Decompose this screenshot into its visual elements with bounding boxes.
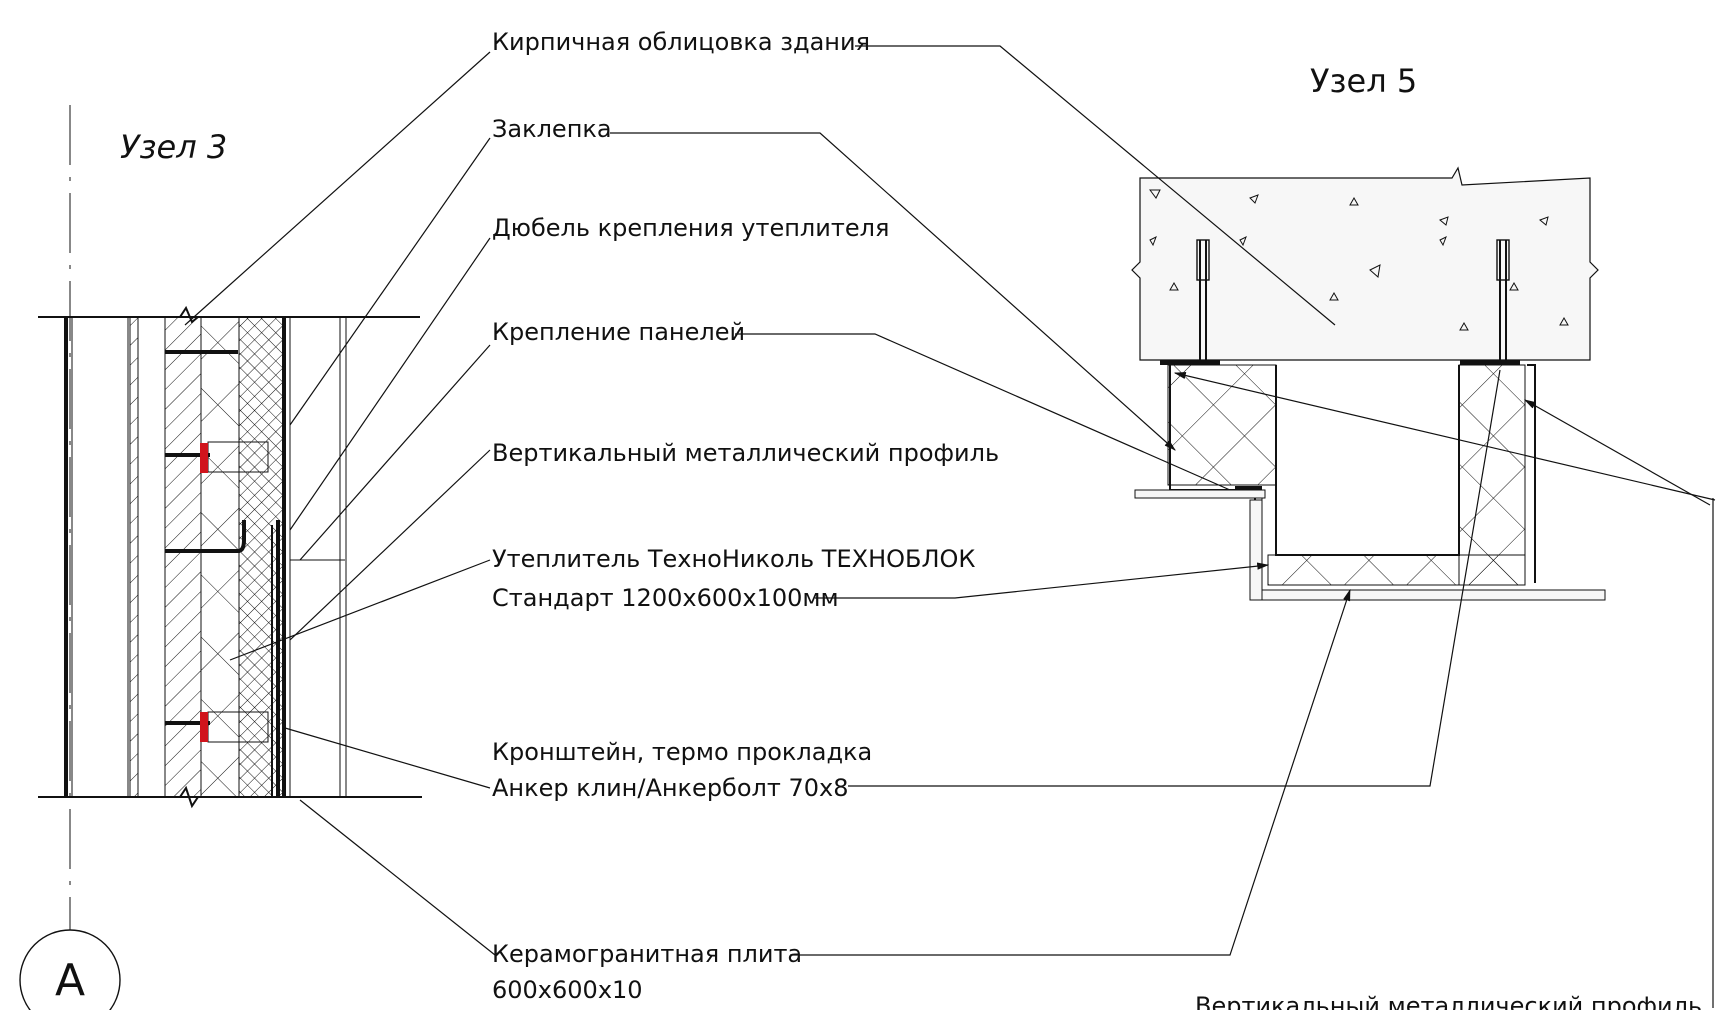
- callout-panel-fastening: Крепление панелей: [492, 318, 745, 346]
- callout-vertical-profile: Вертикальный металлический профиль: [492, 439, 999, 467]
- insulation-left: [1167, 364, 1277, 486]
- leader-lines: [184, 45, 1716, 1008]
- detail-right-title: Узел 5: [1310, 62, 1417, 100]
- brick-cladding: [164, 316, 202, 798]
- callout-ceramic-slab: Керамогранитная плита: [492, 940, 802, 968]
- left-detail: А Узел 3: [19, 105, 422, 1010]
- insulation-bottom: [1267, 554, 1526, 586]
- callout-insulation-size: Стандарт 1200х600х100мм: [492, 584, 839, 612]
- right-detail: Узел 5: [1131, 62, 1606, 601]
- callout-insulation-dowel: Дюбель крепления утеплителя: [492, 214, 889, 242]
- detail-left-title: Узел 3: [120, 128, 227, 166]
- callout-bracket: Кронштейн, термо прокладка: [492, 738, 872, 766]
- anchor-right: [1496, 239, 1510, 360]
- ceramic-panel-bottom: [1249, 589, 1606, 601]
- callout-anchor: Анкер клин/Анкерболт 70х8: [492, 774, 849, 802]
- callout-insulation-brand: Утеплитель ТехноНиколь ТЕХНОБЛОК: [492, 545, 975, 573]
- axis-marker-label: А: [55, 955, 85, 1006]
- thermal-pad-bottom: [200, 712, 208, 742]
- callout-rivet: Заклепка: [492, 115, 612, 143]
- callout-vertical-profile-right: Вертикальный металлический профиль: [1195, 992, 1702, 1010]
- wall-layer-hatched: [129, 316, 139, 798]
- callout-ceramic-size: 600х600х10: [492, 976, 643, 1004]
- concrete-slab: [1131, 166, 1599, 361]
- insulation-layer: [200, 316, 240, 798]
- thermal-pad-top: [200, 443, 208, 473]
- callout-labels: Кирпичная облицовка здания Заклепка Дюбе…: [492, 28, 1702, 1010]
- concrete-aggregate: [1149, 189, 1569, 331]
- ceramic-panel-left: [1134, 489, 1266, 499]
- callout-brick-cladding: Кирпичная облицовка здания: [492, 28, 870, 56]
- axis-circle: [19, 929, 121, 1010]
- anchor-left: [1196, 239, 1210, 360]
